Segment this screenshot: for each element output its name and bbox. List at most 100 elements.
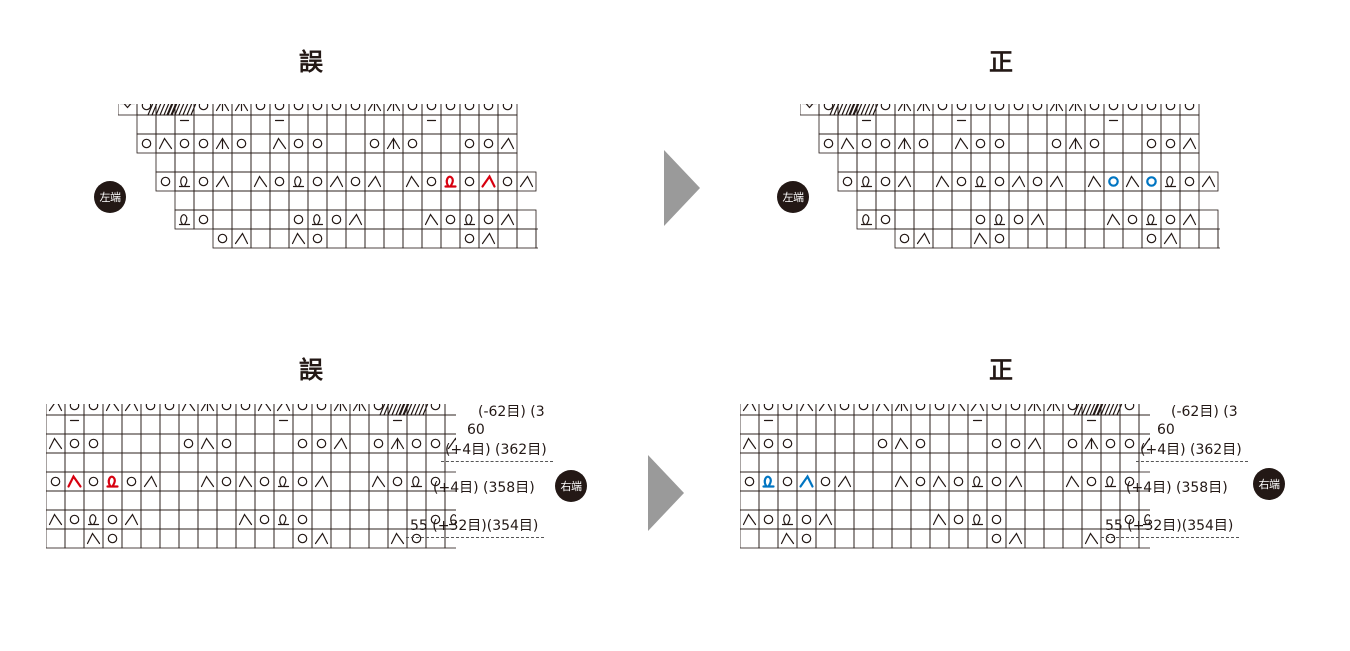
stitch-symbol xyxy=(742,437,757,450)
stitch-symbol xyxy=(742,513,757,526)
stitch-symbol xyxy=(781,514,794,526)
stitch-symbol xyxy=(371,475,386,488)
stitch-symbol xyxy=(348,213,363,226)
stitch-symbol xyxy=(464,104,475,111)
stitch-symbol xyxy=(880,104,891,111)
stitch-symbol xyxy=(124,404,139,412)
stitch-symbol xyxy=(253,175,268,188)
stitch-symbol xyxy=(444,175,457,188)
stitch-symbol xyxy=(331,214,342,225)
stitch-symbol xyxy=(221,438,232,449)
stitch-symbol xyxy=(953,476,964,487)
stitch-symbol xyxy=(124,513,139,526)
stitch-symbol xyxy=(848,104,879,116)
stitch-symbol xyxy=(1146,233,1157,244)
stitch-symbol xyxy=(293,138,304,149)
row-label: (+4目) (362目) xyxy=(441,443,553,462)
stitch-symbol xyxy=(897,175,912,188)
stitch-symbol xyxy=(272,137,287,150)
right-edge-badge: 右端 xyxy=(555,470,587,502)
stitch-symbol xyxy=(390,437,405,450)
correct-title-top: 正 xyxy=(989,48,1013,76)
stitch-symbol xyxy=(120,104,135,109)
stitch-symbol xyxy=(369,138,380,149)
stitch-symbol xyxy=(274,176,285,187)
stitch-symbol xyxy=(915,438,926,449)
stitch-symbol xyxy=(899,233,910,244)
stitch-symbol xyxy=(799,404,814,412)
stitch-symbol xyxy=(877,438,888,449)
stitch-symbol xyxy=(1125,175,1140,188)
stitch-symbol xyxy=(126,476,137,487)
stitch-symbol xyxy=(183,438,194,449)
stitch-symbol xyxy=(178,176,191,188)
stitch-symbol xyxy=(1182,137,1197,150)
stitch-symbol xyxy=(971,476,984,488)
row-label-text: 55 (+32目)(354目) xyxy=(1105,518,1234,534)
stitch-symbol xyxy=(293,214,304,225)
stitch-symbol xyxy=(1104,476,1117,488)
stitch-symbol xyxy=(410,476,423,488)
stitch-symbol xyxy=(234,104,249,112)
stitch-symbol xyxy=(763,514,774,525)
stitch-symbol xyxy=(87,514,100,526)
row-label-text: 55 (+32目)(354目) xyxy=(410,518,539,534)
stitch-symbol xyxy=(1124,438,1135,449)
stitch-symbol xyxy=(311,214,324,226)
stitch-symbol xyxy=(236,138,247,149)
stitch-symbol xyxy=(993,214,1006,226)
stitch-symbol xyxy=(293,104,304,111)
grid-lines xyxy=(800,104,1220,249)
stitch-symbol xyxy=(1165,104,1176,111)
stitch-symbol xyxy=(160,176,171,187)
stitch-symbol xyxy=(316,404,327,411)
stitch-symbol xyxy=(314,532,329,545)
stitch-symbol xyxy=(1049,175,1064,188)
stitch-symbol xyxy=(953,514,964,525)
stitch-symbol xyxy=(744,476,755,487)
row-label: 55 (+32目)(354目) xyxy=(406,518,545,538)
stitch-symbol xyxy=(297,533,308,544)
stitch-symbol xyxy=(1124,476,1135,487)
stitch-symbol xyxy=(48,513,63,526)
stitch-symbol xyxy=(994,176,1005,187)
stitch-symbol xyxy=(880,176,891,187)
stitch-symbol xyxy=(424,213,439,226)
stitch-symbol xyxy=(991,404,1002,411)
stitch-symbol xyxy=(367,104,382,112)
stitch-symbol xyxy=(329,175,344,188)
stitch-symbol xyxy=(398,404,429,416)
stitch-symbol xyxy=(1201,175,1216,188)
stitch-symbol xyxy=(1013,214,1024,225)
stitch-symbol xyxy=(1087,175,1102,188)
stitch-symbol xyxy=(1124,404,1135,411)
stitch-symbol xyxy=(463,214,476,226)
stitch-symbol xyxy=(956,176,967,187)
stitch-symbol xyxy=(991,533,1002,544)
stitch-symbol xyxy=(316,438,327,449)
stitch-symbol xyxy=(88,438,99,449)
grid-lines xyxy=(118,104,538,249)
stitch-symbol xyxy=(166,104,197,116)
stitch-symbol xyxy=(426,104,437,111)
stitch-symbol xyxy=(880,138,891,149)
stitch-symbol xyxy=(1108,176,1119,187)
left-edge-badge: 左端 xyxy=(94,181,126,213)
stitch-symbol xyxy=(1067,404,1078,411)
stitch-symbol xyxy=(69,438,80,449)
stitch-symbol xyxy=(215,104,230,112)
stitch-symbol xyxy=(277,476,290,488)
stitch-symbol xyxy=(1051,138,1062,149)
stitch-symbol xyxy=(333,404,348,412)
row-label: (+4目) (358目) xyxy=(433,480,535,496)
row-label: 60 xyxy=(467,422,485,438)
stitch-symbol xyxy=(1008,475,1023,488)
stitch-symbol xyxy=(447,437,456,450)
stitch-symbol xyxy=(897,104,912,112)
stitch-symbol xyxy=(823,138,834,149)
stitch-symbol xyxy=(198,138,209,149)
stitch-symbol xyxy=(1184,104,1195,111)
stitch-symbol xyxy=(973,232,988,245)
stitch-symbol xyxy=(411,438,422,449)
stitch-symbol xyxy=(994,233,1005,244)
